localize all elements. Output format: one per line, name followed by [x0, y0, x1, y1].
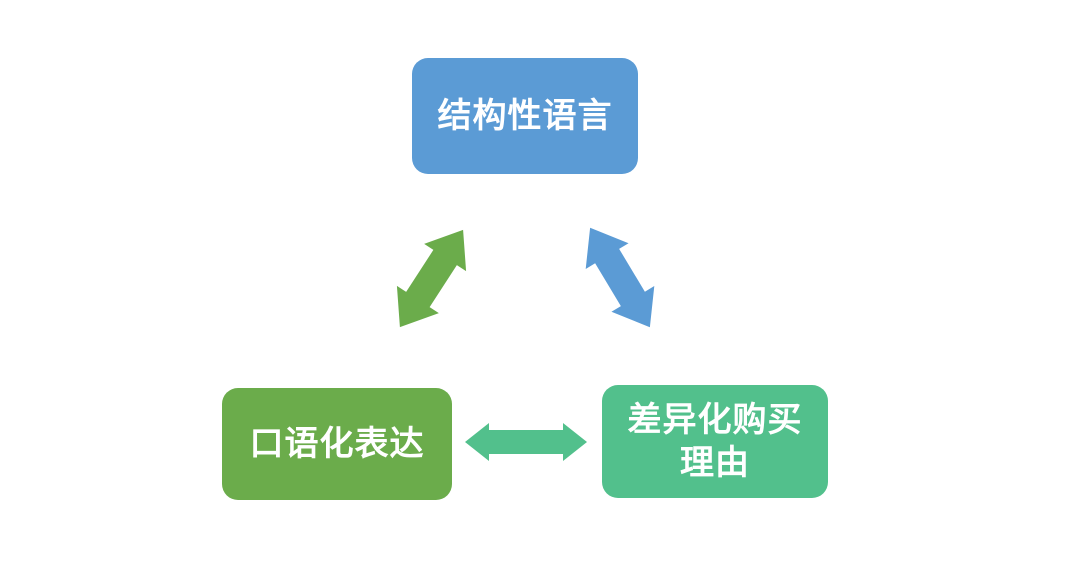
node-differentiated-purchase-reason: 差异化购买理由: [602, 385, 828, 498]
node-differentiated-purchase-reason-label: 差异化购买理由: [627, 401, 803, 482]
node-structural-language: 结构性语言: [412, 58, 638, 174]
node-colloquial-expression-label: 口语化表达: [249, 424, 425, 463]
node-colloquial-expression: 口语化表达: [222, 388, 452, 500]
double-arrow-colloquial-structural-icon: [396, 229, 467, 328]
double-arrow-structural-differentiated-icon: [585, 227, 655, 328]
node-structural-language-label: 结构性语言: [437, 96, 613, 135]
double-arrow-colloquial-differentiated-icon: [465, 423, 587, 461]
